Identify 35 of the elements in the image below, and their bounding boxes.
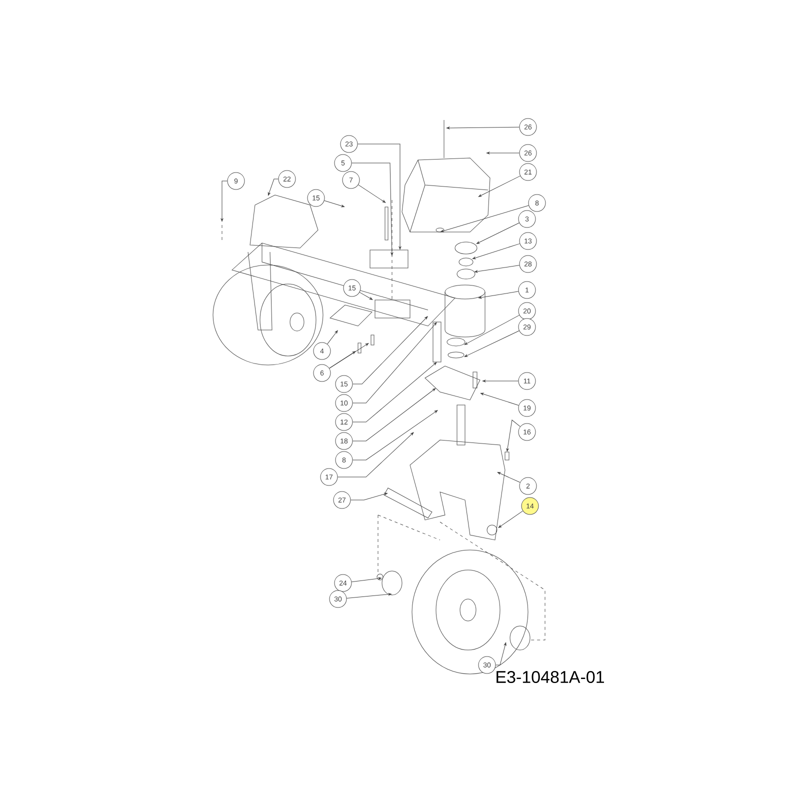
- leader-line: [351, 577, 382, 582]
- leader-line: [358, 144, 402, 250]
- leader-line: [350, 492, 388, 500]
- leader-line: [358, 184, 386, 203]
- leader-line: [478, 291, 519, 299]
- leader-line: [446, 126, 520, 130]
- leader-line: [478, 176, 520, 197]
- leader-line: [352, 162, 394, 256]
- leader-line: [359, 292, 373, 300]
- leader-line: [496, 642, 506, 666]
- leader-line: [464, 330, 520, 357]
- leader-line: [324, 200, 345, 208]
- leader-line: [327, 330, 338, 344]
- leader-line: [476, 222, 520, 244]
- leader-line: [346, 593, 392, 598]
- leader-line: [480, 392, 519, 406]
- leader-line: [352, 362, 437, 422]
- leader-line: [472, 243, 520, 260]
- leader-line: [482, 380, 518, 382]
- leader-line: [329, 343, 369, 369]
- leader-line: [352, 388, 436, 442]
- leader-line: [352, 316, 428, 384]
- leader-line: [498, 510, 524, 528]
- leader-line: [338, 432, 414, 478]
- leader-line: [440, 205, 529, 232]
- leader-line: [268, 178, 278, 196]
- leader-line: [474, 265, 520, 273]
- leader-line: [486, 152, 520, 154]
- leader-line: [220, 180, 228, 222]
- leader-line: [497, 472, 520, 483]
- leader-line: [464, 314, 520, 345]
- leader-line: [352, 410, 438, 460]
- drawing-number: E3-10481A-01: [496, 671, 604, 684]
- leader-line: [506, 420, 520, 452]
- leader-line: [352, 322, 437, 404]
